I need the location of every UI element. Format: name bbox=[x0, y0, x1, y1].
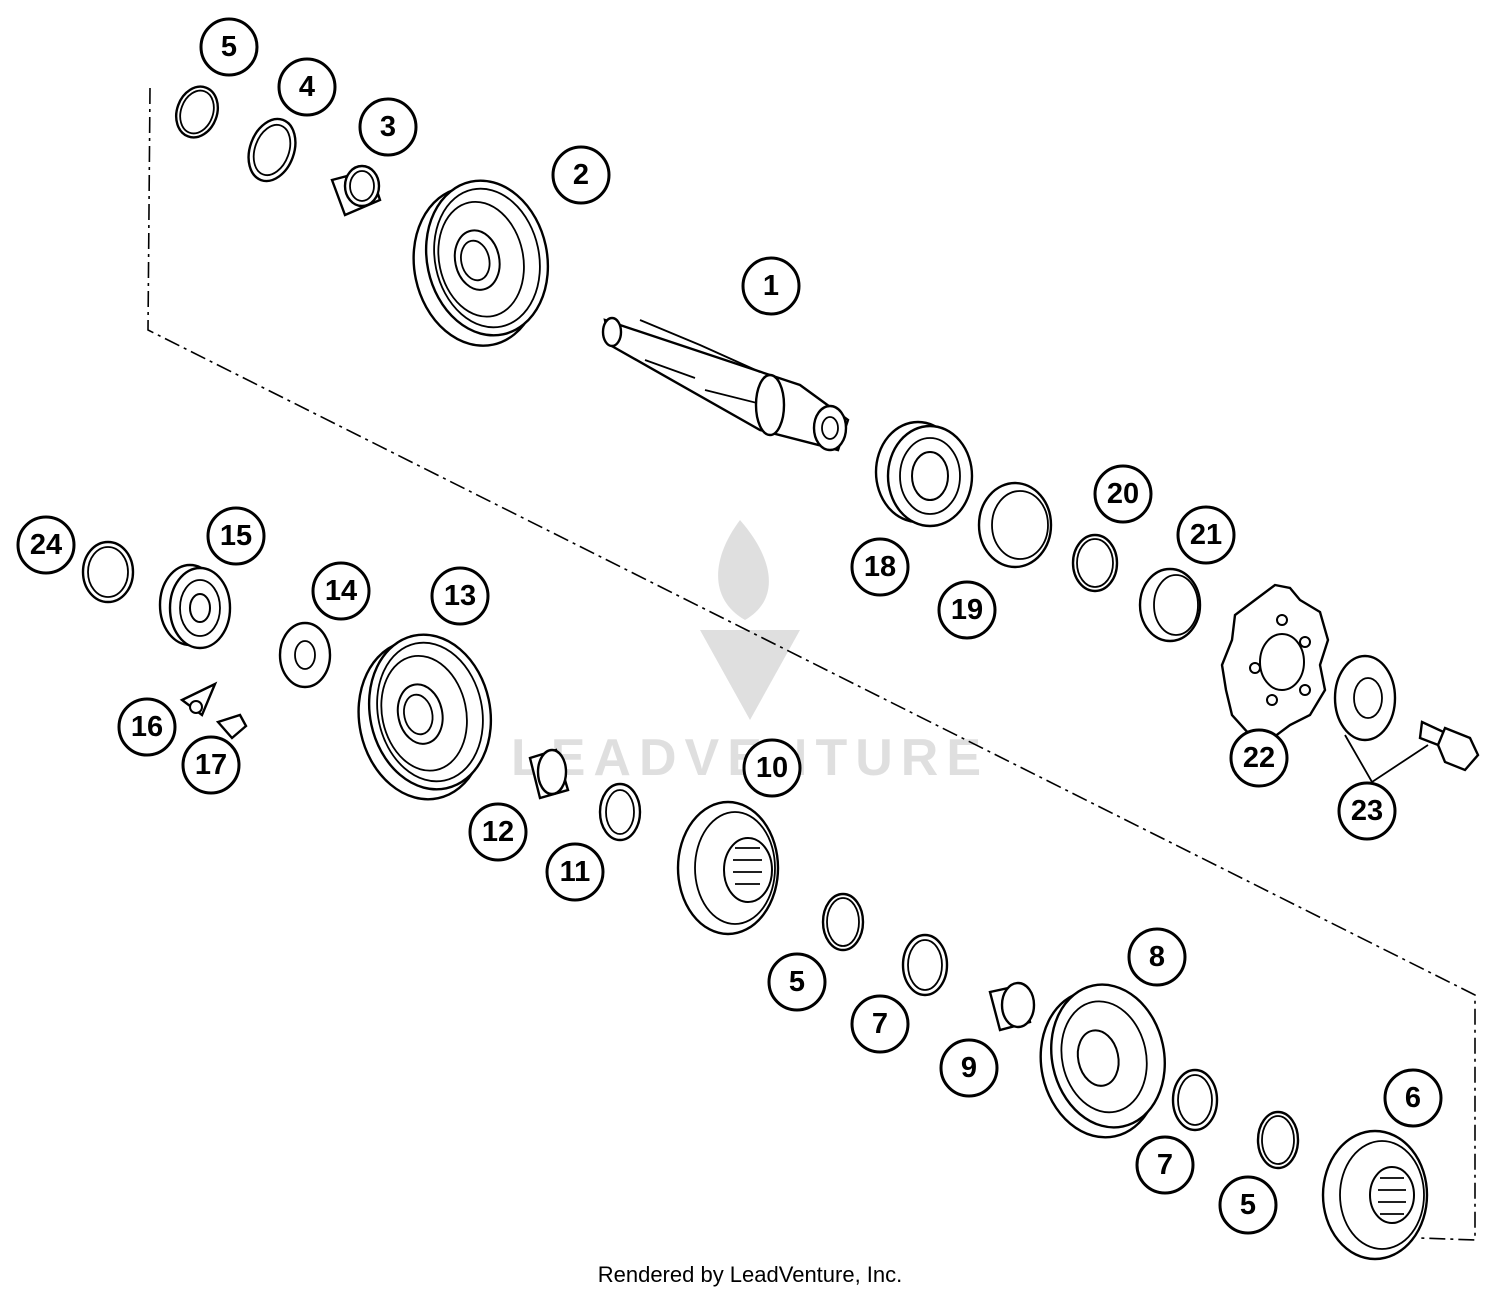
part-bushing-3 bbox=[330, 164, 382, 217]
callout-label: 6 bbox=[1405, 1082, 1421, 1114]
callout-label: 14 bbox=[325, 575, 357, 607]
part-seal-19 bbox=[977, 481, 1053, 569]
callout-10: 10 bbox=[742, 738, 802, 798]
callout-label: 16 bbox=[131, 711, 163, 743]
callout-label: 19 bbox=[951, 594, 983, 626]
callout-label: 7 bbox=[1157, 1149, 1173, 1181]
callout-label: 21 bbox=[1190, 519, 1222, 551]
callout-18: 18 bbox=[850, 537, 910, 597]
part-oring-20 bbox=[1071, 533, 1119, 593]
callout-24: 24 bbox=[16, 515, 76, 575]
part-washer-4 bbox=[247, 117, 297, 183]
part-circlip-5-low bbox=[1256, 1110, 1300, 1170]
callout-20: 20 bbox=[1093, 464, 1153, 524]
callout-label: 20 bbox=[1107, 478, 1139, 510]
callout-label: 3 bbox=[380, 111, 396, 143]
callout-label: 18 bbox=[864, 551, 896, 583]
callout-label: 24 bbox=[30, 529, 62, 561]
part-washer-11 bbox=[598, 782, 642, 842]
callout-label: 23 bbox=[1351, 795, 1383, 827]
callout-15: 15 bbox=[206, 506, 266, 566]
callout-label: 8 bbox=[1149, 941, 1165, 973]
callout-label: 7 bbox=[872, 1008, 888, 1040]
part-clip-16 bbox=[179, 681, 218, 717]
part-circlip-5-mid bbox=[821, 892, 865, 952]
callout-17: 17 bbox=[181, 735, 241, 795]
part-washer-7-mid bbox=[901, 933, 949, 997]
callout-label: 2 bbox=[573, 159, 589, 191]
part-washer-14 bbox=[278, 621, 332, 689]
callout-5-mid: 5 bbox=[767, 952, 827, 1012]
callout-19: 19 bbox=[937, 580, 997, 640]
callout-label: 1 bbox=[763, 270, 779, 302]
callout-21: 21 bbox=[1176, 505, 1236, 565]
callout-14: 14 bbox=[311, 561, 371, 621]
callout-13: 13 bbox=[430, 566, 490, 626]
alignment-dashed-line bbox=[147, 87, 1476, 1241]
watermark-logo: LEADVENTURE bbox=[511, 520, 981, 787]
part-gear-13 bbox=[353, 622, 507, 802]
part-main-shaft-1 bbox=[601, 316, 850, 452]
part-washer-23 bbox=[1333, 654, 1397, 742]
callout-label: 5 bbox=[221, 31, 237, 63]
callout-label: 22 bbox=[1243, 742, 1275, 774]
callout-label: 13 bbox=[444, 580, 476, 612]
callout-label: 10 bbox=[756, 752, 788, 784]
callout-label: 12 bbox=[482, 816, 514, 848]
callout-22: 22 bbox=[1229, 728, 1289, 788]
part-screw-17 bbox=[215, 713, 248, 740]
part-bearing-18 bbox=[874, 420, 974, 528]
callout-2: 2 bbox=[551, 145, 611, 205]
part-bearing-15 bbox=[158, 563, 232, 650]
part-bushing-12 bbox=[528, 748, 570, 800]
callout-label: 5 bbox=[789, 966, 805, 998]
part-gear-6 bbox=[1321, 1129, 1429, 1261]
callout-3: 3 bbox=[358, 97, 418, 157]
callout-label: 15 bbox=[220, 520, 252, 552]
callout-label: 5 bbox=[1240, 1189, 1256, 1221]
callout-4: 4 bbox=[277, 57, 337, 117]
part-washer-7-low bbox=[1171, 1068, 1219, 1132]
part-spacer-21 bbox=[1138, 567, 1202, 643]
callout-7-mid: 7 bbox=[850, 994, 910, 1054]
callout-5-low: 5 bbox=[1218, 1175, 1278, 1235]
part-sprocket-22 bbox=[1220, 583, 1330, 742]
part-gear-2 bbox=[410, 168, 564, 348]
leader-line-23 bbox=[1344, 734, 1429, 784]
part-gear-8 bbox=[1039, 983, 1166, 1139]
callout-8: 8 bbox=[1127, 927, 1187, 987]
callout-label: 9 bbox=[961, 1052, 977, 1084]
callout-label: 17 bbox=[195, 749, 227, 781]
callout-5-top: 5 bbox=[199, 17, 259, 77]
callout-9: 9 bbox=[939, 1038, 999, 1098]
part-bolt-23 bbox=[1418, 720, 1480, 772]
callout-label: 4 bbox=[299, 71, 315, 103]
part-circlip-24 bbox=[81, 540, 135, 604]
callout-16: 16 bbox=[117, 697, 177, 757]
callout-7-low: 7 bbox=[1135, 1135, 1195, 1195]
footer-credit: Rendered by LeadVenture, Inc. bbox=[597, 1262, 903, 1287]
callout-6: 6 bbox=[1383, 1068, 1443, 1128]
callout-23: 23 bbox=[1337, 781, 1397, 841]
part-circlip-5-top bbox=[175, 85, 219, 139]
part-bushing-9 bbox=[988, 981, 1036, 1032]
part-gear-10 bbox=[676, 800, 780, 936]
callout-12: 12 bbox=[468, 802, 528, 862]
callout-11: 11 bbox=[545, 842, 605, 902]
callout-label: 11 bbox=[560, 856, 591, 888]
callout-1: 1 bbox=[741, 256, 801, 316]
